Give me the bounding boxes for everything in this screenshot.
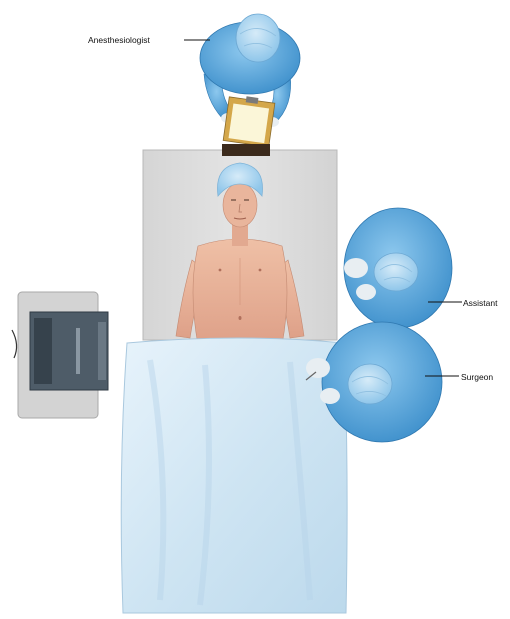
anesthesiologist-label: Anesthesiologist: [88, 35, 150, 45]
assistant-figure: [344, 208, 452, 328]
assistant-label: Assistant: [463, 298, 498, 308]
monitor-cart: [12, 292, 108, 418]
surgeon-label: Surgeon: [461, 372, 493, 382]
clipboard: [223, 94, 275, 147]
anesthesiologist-figure: [200, 14, 300, 156]
